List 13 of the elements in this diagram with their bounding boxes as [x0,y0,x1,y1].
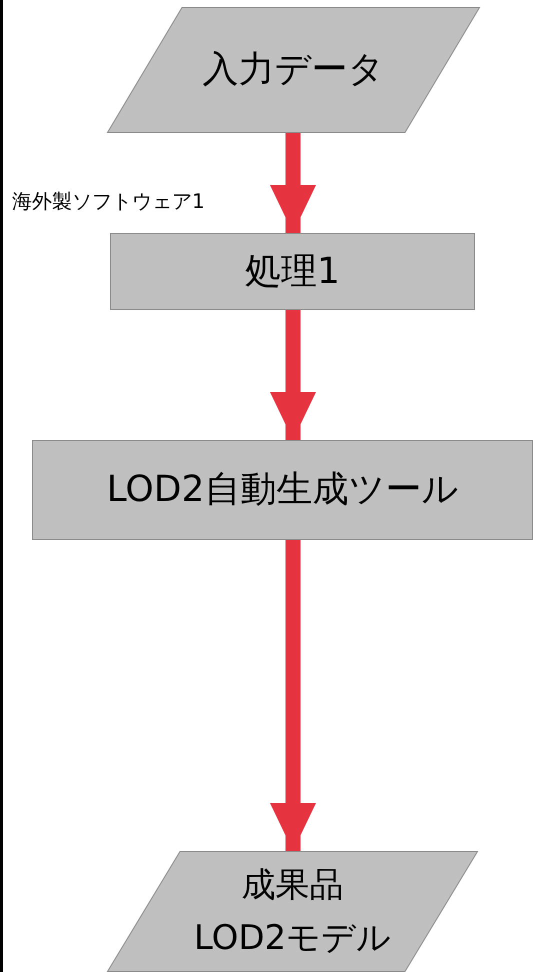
node-label: 成果品 [242,864,344,907]
node-label: 入力データ [202,48,384,92]
node-label: LOD2自動生成ツール [106,468,458,512]
data-parallelogram [107,7,480,133]
process-box [32,440,533,540]
arrow [270,133,316,233]
arrow [270,310,316,440]
node-caption: 海外製ソフトウェア1 [12,189,205,213]
arrow [270,540,316,851]
data-parallelogram [107,851,478,972]
node-label: 処理1 [245,250,340,294]
node-label: LOD2モデル [194,916,392,960]
process-box [110,233,475,310]
